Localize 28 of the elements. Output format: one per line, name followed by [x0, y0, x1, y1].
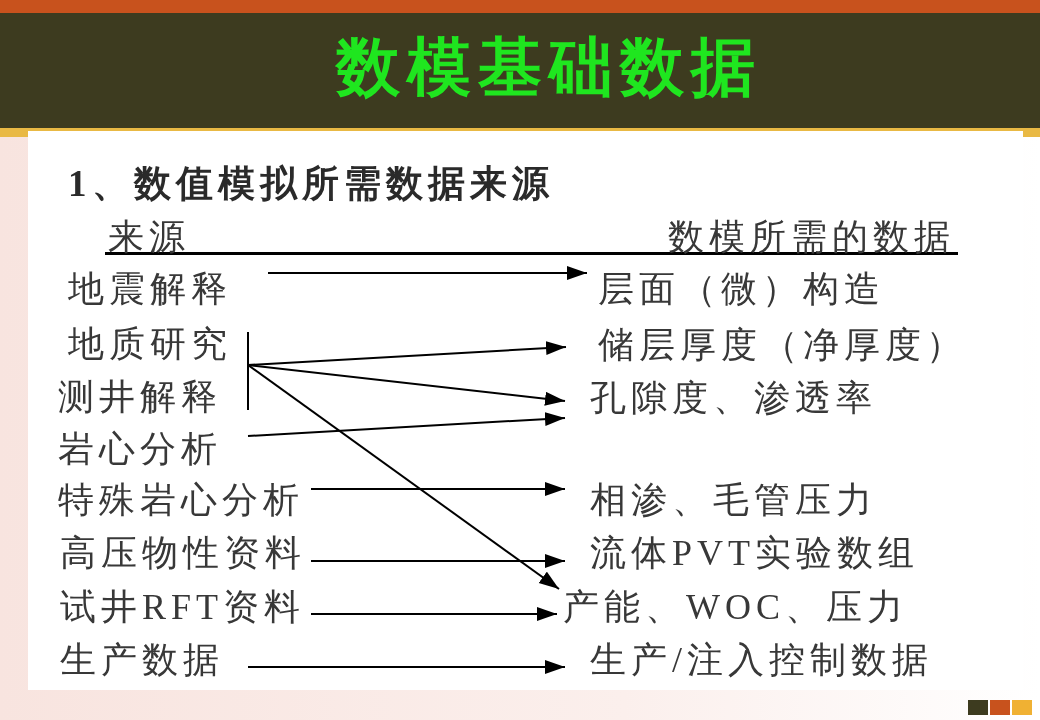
arrow	[310, 482, 566, 496]
source-name: 地质研究	[68, 326, 232, 362]
source-name: 高压物性资料	[60, 535, 306, 571]
arrow	[247, 660, 566, 674]
required-data: 生产/注入控制数据	[590, 642, 933, 678]
source-name: 测井解释	[58, 379, 222, 415]
column-header: 数模所需的数据	[668, 219, 955, 255]
required-data: 层面（微）构造	[598, 271, 885, 307]
source-name: 试井RFT资料	[60, 589, 306, 625]
required-data: 孔隙度、渗透率	[590, 380, 877, 416]
source-name: 岩心分析	[58, 431, 222, 467]
column-header: 来源	[108, 219, 190, 255]
arrow	[310, 554, 566, 568]
required-data: 产能、WOC、压力	[563, 589, 908, 625]
source-name: 生产数据	[60, 642, 224, 678]
required-data: 储层厚度（净厚度）	[598, 327, 967, 363]
title: 数模基础数据	[336, 31, 762, 103]
required-data: 流体PVT实验数组	[590, 535, 919, 571]
arrow	[247, 412, 566, 437]
source-name: 特殊岩心分析	[58, 482, 304, 518]
arrow	[247, 364, 560, 590]
arrow	[247, 364, 566, 406]
section-heading: 1、数值模拟所需数据来源	[68, 166, 554, 202]
arrow	[267, 266, 588, 280]
arrow	[310, 607, 558, 621]
required-data: 相渗、毛管压力	[590, 482, 877, 518]
bracket-line	[247, 331, 249, 411]
source-name: 地震解释	[68, 271, 232, 307]
